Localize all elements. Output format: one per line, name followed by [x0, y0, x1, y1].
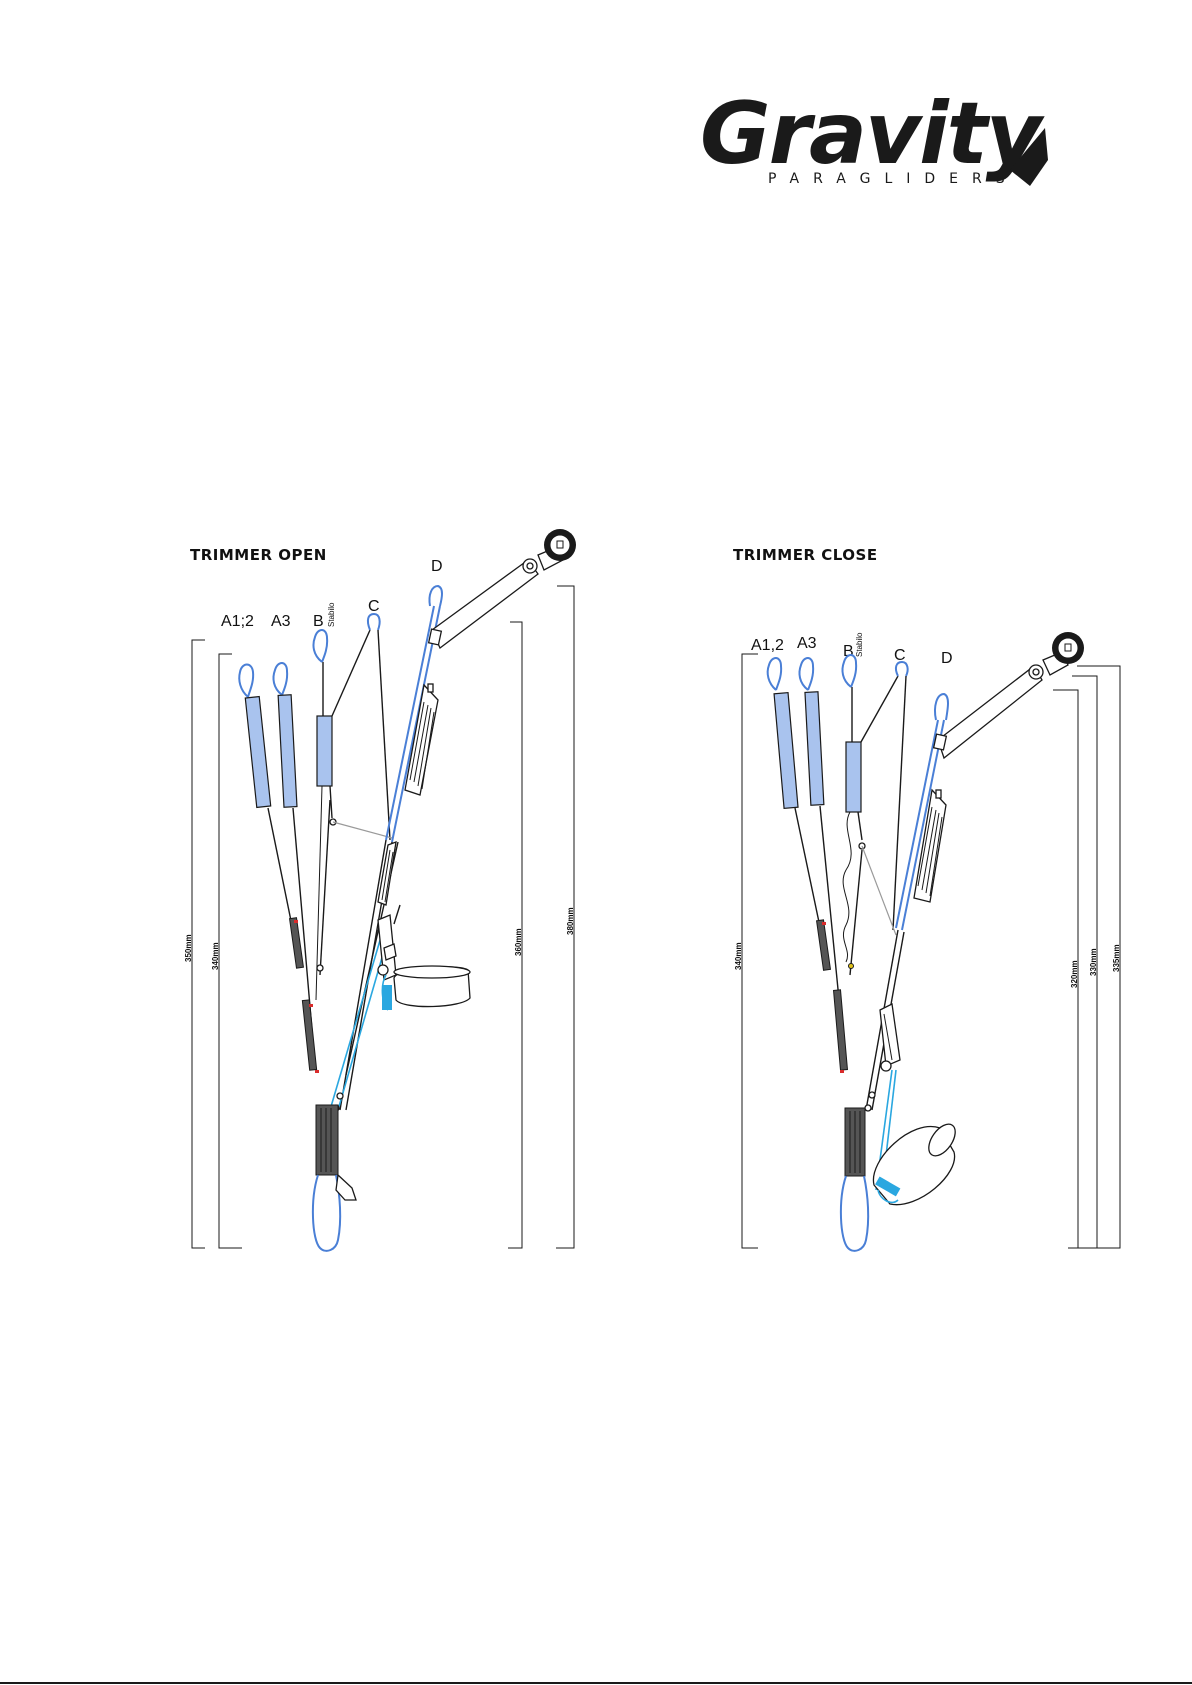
riser-bottom-maillon	[841, 1108, 868, 1251]
riser-label-d: D	[941, 650, 953, 667]
riser-label-b-sub: Stabilo	[327, 602, 336, 627]
diagram-trimmer-close: TRIMMER CLOSE A1,2 A3 B Stabilo C D 340m…	[733, 546, 1121, 1251]
logo-tagline: PARAGLIDERS	[768, 171, 1019, 187]
riser-label-b: B	[313, 613, 324, 630]
riser-d	[865, 632, 1084, 1111]
riser-label-d: D	[431, 558, 443, 575]
riser-label-a3: A3	[271, 613, 291, 630]
riser-b	[842, 655, 898, 975]
dimension-label: 335mm	[1112, 944, 1121, 972]
riser-label-b: B	[843, 643, 854, 660]
riser-label-a12: A1;2	[221, 613, 254, 630]
brake-toggle	[873, 1070, 960, 1205]
gravity-logo: Gravity PARAGLIDERS	[700, 84, 1048, 187]
riser-b	[313, 630, 370, 1000]
dimension-label: 340mm	[211, 942, 220, 970]
riser-d	[340, 529, 576, 1110]
dimension-label: 360mm	[514, 928, 523, 956]
diagram-trimmer-open: TRIMMER OPEN A1;2 A3 B Stabilo C D 350mm…	[184, 529, 576, 1251]
logo-wordmark: Gravity	[700, 84, 1046, 184]
dimension-label: 380mm	[566, 907, 575, 935]
riser-label-b-sub: Stabilo	[855, 632, 864, 657]
riser-bottom-maillon	[313, 1105, 356, 1251]
riser-c	[862, 662, 908, 935]
dimension-label: 340mm	[734, 942, 743, 970]
riser-label-c: C	[368, 598, 380, 615]
dimension-label: 350mm	[184, 934, 193, 962]
trimmer-buckle	[405, 684, 438, 795]
diagram-title: TRIMMER OPEN	[190, 546, 327, 564]
dimension-label: 320mm	[1070, 960, 1079, 988]
diagram-title: TRIMMER CLOSE	[733, 546, 878, 564]
riser-label-a3: A3	[797, 635, 817, 652]
riser-label-a12: A1,2	[751, 637, 784, 654]
dimension-label: 330mm	[1089, 948, 1098, 976]
